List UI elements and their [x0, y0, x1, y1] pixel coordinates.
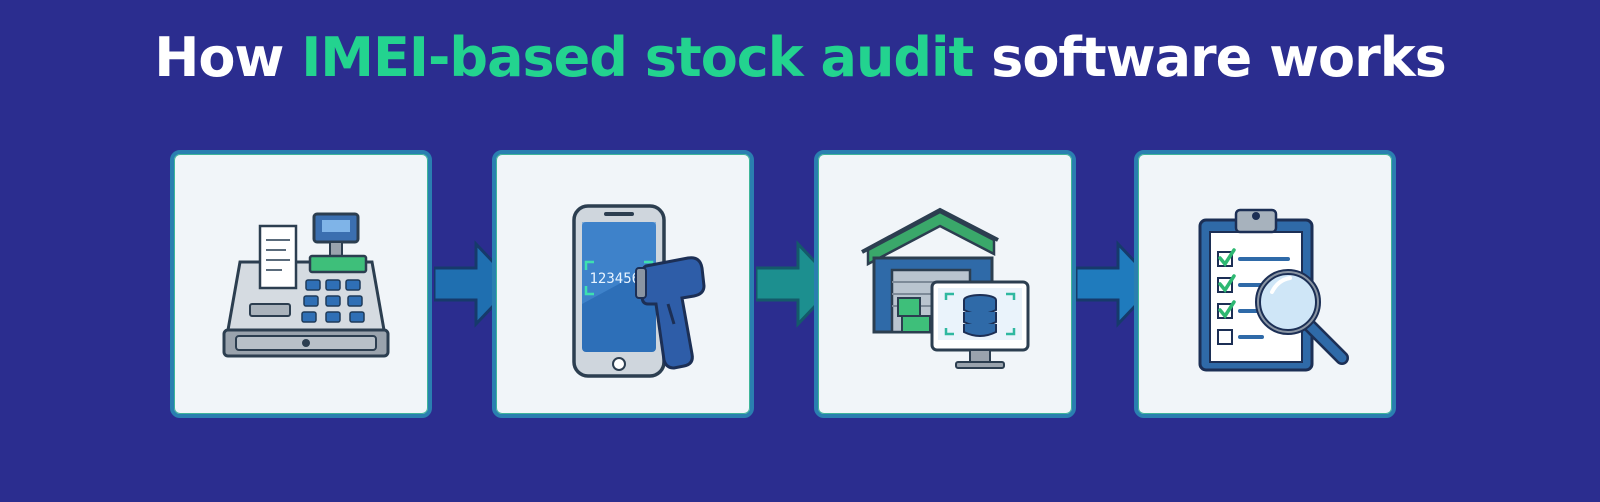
imei-number: 1234569: [589, 271, 648, 287]
warehouse-database-icon: [861, 207, 1030, 369]
page-title: How IMEI-based stock audit software work…: [0, 26, 1600, 89]
clipboard-checklist-icon: [1198, 208, 1349, 372]
step-card-4: [1134, 150, 1396, 418]
title-highlight: IMEI-based stock audit: [301, 26, 974, 89]
step-card-3: [814, 150, 1076, 418]
title-prefix: How: [154, 26, 302, 89]
phone-scanner-icon: 1234569: [572, 204, 706, 378]
step-card-2: 1234569: [492, 150, 754, 418]
cash-register-icon: [222, 212, 390, 358]
step-card-1: [170, 150, 432, 418]
title-suffix: software works: [973, 26, 1447, 89]
